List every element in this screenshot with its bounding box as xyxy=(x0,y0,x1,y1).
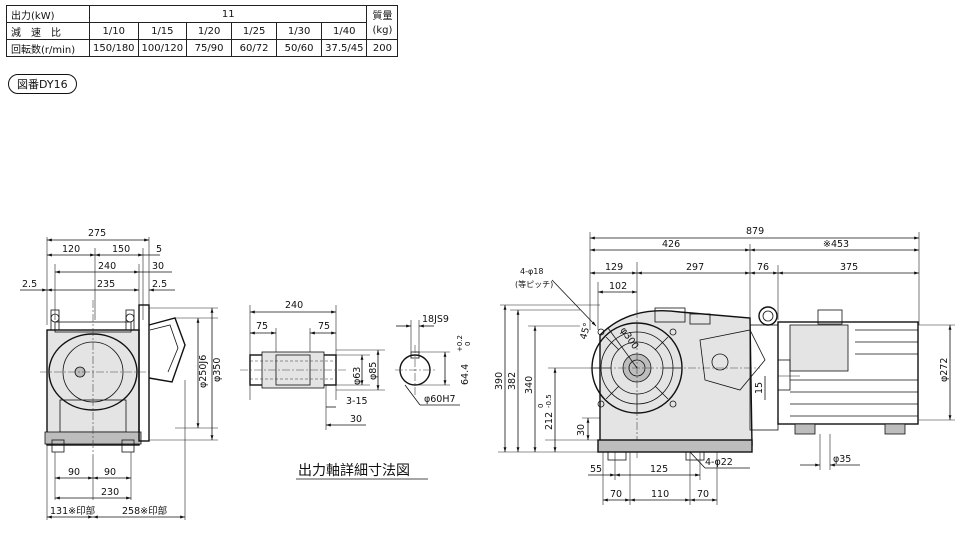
dim-350: φ350 xyxy=(212,358,223,382)
mass-value: 200 xyxy=(366,39,399,57)
dim-240: 240 xyxy=(98,261,116,272)
dim-390: 390 xyxy=(494,372,505,390)
spec-table: 出力(kW) 11 質量 減 速 比 1/10 1/15 1/20 1/25 1… xyxy=(6,5,399,57)
left-end-view: 275 120 150 5 240 30 2.5 235 2.5 xyxy=(20,228,223,520)
shaft-tol-plus: +0.2 xyxy=(456,335,464,352)
dim-30-right: 30 xyxy=(576,424,587,436)
dim-879: 879 xyxy=(746,226,764,237)
hole-note: (等ピッチ) xyxy=(515,279,553,289)
dim-212-tol-b: -0.5 xyxy=(545,394,553,408)
dim-235: 235 xyxy=(97,279,115,290)
dim-230: 230 xyxy=(101,487,119,498)
drawing-number-badge: 図番DY16 xyxy=(8,74,77,94)
dim-2-5a: 2.5 xyxy=(22,279,37,290)
dim-250j6: φ250J6 xyxy=(198,355,209,388)
dim-272: φ272 xyxy=(939,358,950,382)
dim-110: 110 xyxy=(651,489,669,500)
hole-label: 4-φ18 xyxy=(520,267,543,276)
dim-453: ※453 xyxy=(823,239,849,250)
shaft-dim-30: 30 xyxy=(350,414,362,425)
shaft-dim-75a: 75 xyxy=(256,321,268,332)
dim-70b: 70 xyxy=(697,489,709,500)
speed-cell: 37.5/45 xyxy=(321,39,368,57)
shaft-dim-75b: 75 xyxy=(318,321,330,332)
mass-label: 質量 xyxy=(366,5,399,23)
dim-35: φ35 xyxy=(833,454,851,465)
dim-30: 30 xyxy=(152,261,164,272)
shaft-dim-18js9: 18JS9 xyxy=(422,314,449,325)
right-side-view: 879 426 ※453 129 297 76 375 102 4-φ18 (等… xyxy=(494,226,955,505)
shaft-detail-caption: 出力軸詳細寸法図 xyxy=(298,463,410,479)
dim-129: 129 xyxy=(605,262,623,273)
dim-90b: 90 xyxy=(104,467,116,478)
dim-275: 275 xyxy=(88,228,106,239)
shaft-dim-85: φ85 xyxy=(368,362,379,380)
speed-cell: 50/60 xyxy=(276,39,323,57)
dim-212-tol-a: 0 xyxy=(537,404,545,408)
dim-55: 55 xyxy=(590,464,602,475)
dim-426: 426 xyxy=(662,239,680,250)
shaft-dim-63: φ63 xyxy=(352,367,363,385)
dim-375: 375 xyxy=(840,262,858,273)
shaft-dim-240: 240 xyxy=(285,300,303,311)
dim-382: 382 xyxy=(507,372,518,390)
dim-5: 5 xyxy=(156,244,162,255)
dim-2-5b: 2.5 xyxy=(152,279,167,290)
shaft-dim-3-15: 3-15 xyxy=(346,396,368,407)
dim-102: 102 xyxy=(609,281,627,292)
dim-340: 340 xyxy=(524,376,535,394)
shaft-dim-64-4: 64.4 xyxy=(460,364,471,385)
dim-15: 15 xyxy=(754,382,765,394)
dim-70a: 70 xyxy=(610,489,622,500)
dim-76: 76 xyxy=(757,262,769,273)
dim-131: 131※印部 xyxy=(50,505,95,517)
dim-4-22: 4-φ22 xyxy=(705,457,733,468)
dim-90a: 90 xyxy=(68,467,80,478)
speed-cell: 60/72 xyxy=(231,39,278,57)
dim-258: 258※印部 xyxy=(122,505,167,517)
dim-150: 150 xyxy=(112,244,130,255)
speed-label: 回転数(r/min) xyxy=(6,39,90,57)
dim-45: 45° xyxy=(578,322,593,341)
dim-125: 125 xyxy=(650,464,668,475)
shaft-tol-zero: 0 xyxy=(464,342,472,346)
dim-297: 297 xyxy=(686,262,704,273)
shaft-detail: 240 75 75 φ63 φ85 3-15 30 18 xyxy=(240,300,472,480)
dim-212: 212 xyxy=(544,412,555,430)
shaft-dim-60h7: φ60H7 xyxy=(424,394,456,405)
dim-120: 120 xyxy=(62,244,80,255)
